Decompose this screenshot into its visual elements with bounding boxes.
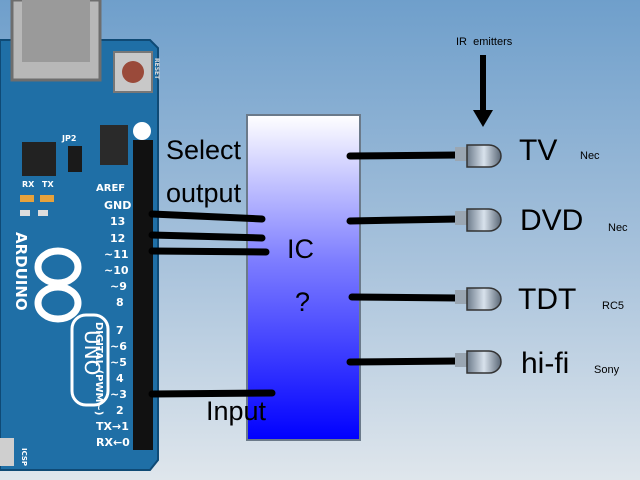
ic-label: IC (287, 234, 314, 264)
board-label-uno: UNO (80, 330, 104, 376)
output-device-tdt: TDT (518, 283, 577, 316)
select-wires (148, 210, 270, 256)
uno-badge (70, 313, 110, 407)
pin-label-9: ~9 (110, 280, 127, 293)
board-label-rx: RX (22, 180, 35, 189)
output-protocol-hifi: Sony (594, 364, 620, 376)
pin-label-0: RX←0 (96, 436, 130, 449)
input-wire (148, 389, 276, 398)
pin-label-2: 2 (116, 404, 124, 417)
ir-led-tdt (455, 287, 502, 311)
output-protocol-tv: Nec (580, 150, 600, 162)
arduino-logo (34, 247, 82, 323)
pin-label-8: 8 (116, 296, 124, 309)
pin-label-7: 7 (116, 324, 124, 337)
pin-label-5: ~5 (110, 356, 127, 369)
pin-label-12: 12 (110, 232, 126, 245)
ir-led-hifi (455, 350, 502, 374)
output-device-dvd: DVD (520, 204, 584, 237)
pin-label-gnd: GND (104, 199, 132, 212)
input-label: Input (206, 396, 267, 426)
ic-block (246, 114, 361, 441)
pin-label-11: ~11 (104, 248, 129, 261)
pin-header (133, 140, 153, 450)
board-label-jp2: JP2 (62, 134, 77, 143)
pin-label-3: ~3 (110, 388, 127, 401)
board-label-tx: TX (42, 180, 54, 189)
arduino-board (0, 0, 159, 471)
board-label-arduino: ARDUINO (12, 232, 30, 311)
pin-label-6: ~6 (110, 340, 127, 353)
ir-arrow (473, 55, 493, 127)
select-label-line-1: Select (166, 135, 242, 165)
usb-chip (22, 142, 56, 176)
pin-label-4: 4 (116, 372, 124, 385)
board-label-icsp: ICSP (20, 448, 28, 467)
ir-led-dvd (455, 208, 502, 232)
ir-led-tv (455, 144, 502, 168)
reset-button (113, 51, 153, 93)
pin-label-13: 13 (110, 215, 126, 228)
select-label-line-2: output (166, 178, 242, 208)
output-protocol-tdt: RC5 (602, 300, 625, 312)
pin-label-10: ~10 (104, 264, 129, 277)
output-device-tv: TV (519, 134, 558, 167)
board-label-reset: RESET (153, 58, 160, 80)
board-label-aref: AREF (96, 183, 126, 194)
output-device-hifi: hi-fi (521, 347, 570, 380)
ir-emitters-label: IR emitters (456, 36, 513, 48)
pin-label-1: TX→1 (96, 420, 129, 433)
ic-question-mark: ? (295, 287, 311, 317)
output-wires (346, 151, 462, 366)
output-protocol-dvd: Nec (608, 222, 628, 234)
